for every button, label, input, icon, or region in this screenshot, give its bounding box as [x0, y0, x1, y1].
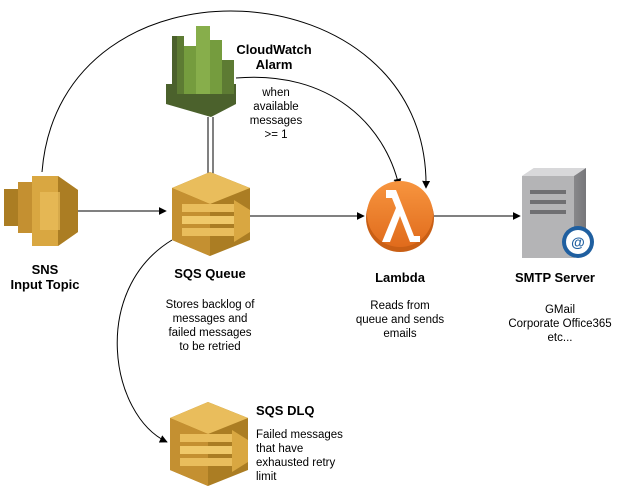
lambda-title: Lambda: [375, 270, 425, 285]
sqs-dlq-title: SQS DLQ: [256, 403, 315, 418]
lambda-description: Reads from queue and sends emails: [355, 300, 445, 340]
sns-topic-icon: [4, 176, 78, 246]
smtp-server-icon: @: [522, 168, 594, 258]
alarm-condition-label: when available messages >= 1: [249, 87, 303, 141]
sqs-queue-description: Stores backlog of messages and failed me…: [165, 299, 255, 353]
edge-sqs-to-dlq: [116, 239, 173, 443]
lambda-icon: [366, 181, 434, 252]
sqs-dlq-icon: [170, 402, 248, 486]
cloudwatch-alarm-icon: [166, 26, 236, 117]
edge-cloudwatch-to-lambda: [235, 76, 402, 187]
edge-sns-arc-to-lambda: [41, 10, 431, 189]
sns-title: SNS Input Topic: [10, 262, 80, 292]
sqs-queue-title: SQS Queue: [174, 266, 246, 281]
edges: [41, 10, 521, 443]
sqs-queue-icon: [172, 172, 250, 256]
svg-text:@: @: [571, 234, 585, 250]
sqs-dlq-description: Failed messages that have exhausted retr…: [256, 429, 343, 483]
smtp-title: SMTP Server: [515, 270, 595, 285]
cloudwatch-title: CloudWatch Alarm: [236, 42, 312, 72]
smtp-description: GMail Corporate Office365 etc...: [508, 304, 612, 344]
